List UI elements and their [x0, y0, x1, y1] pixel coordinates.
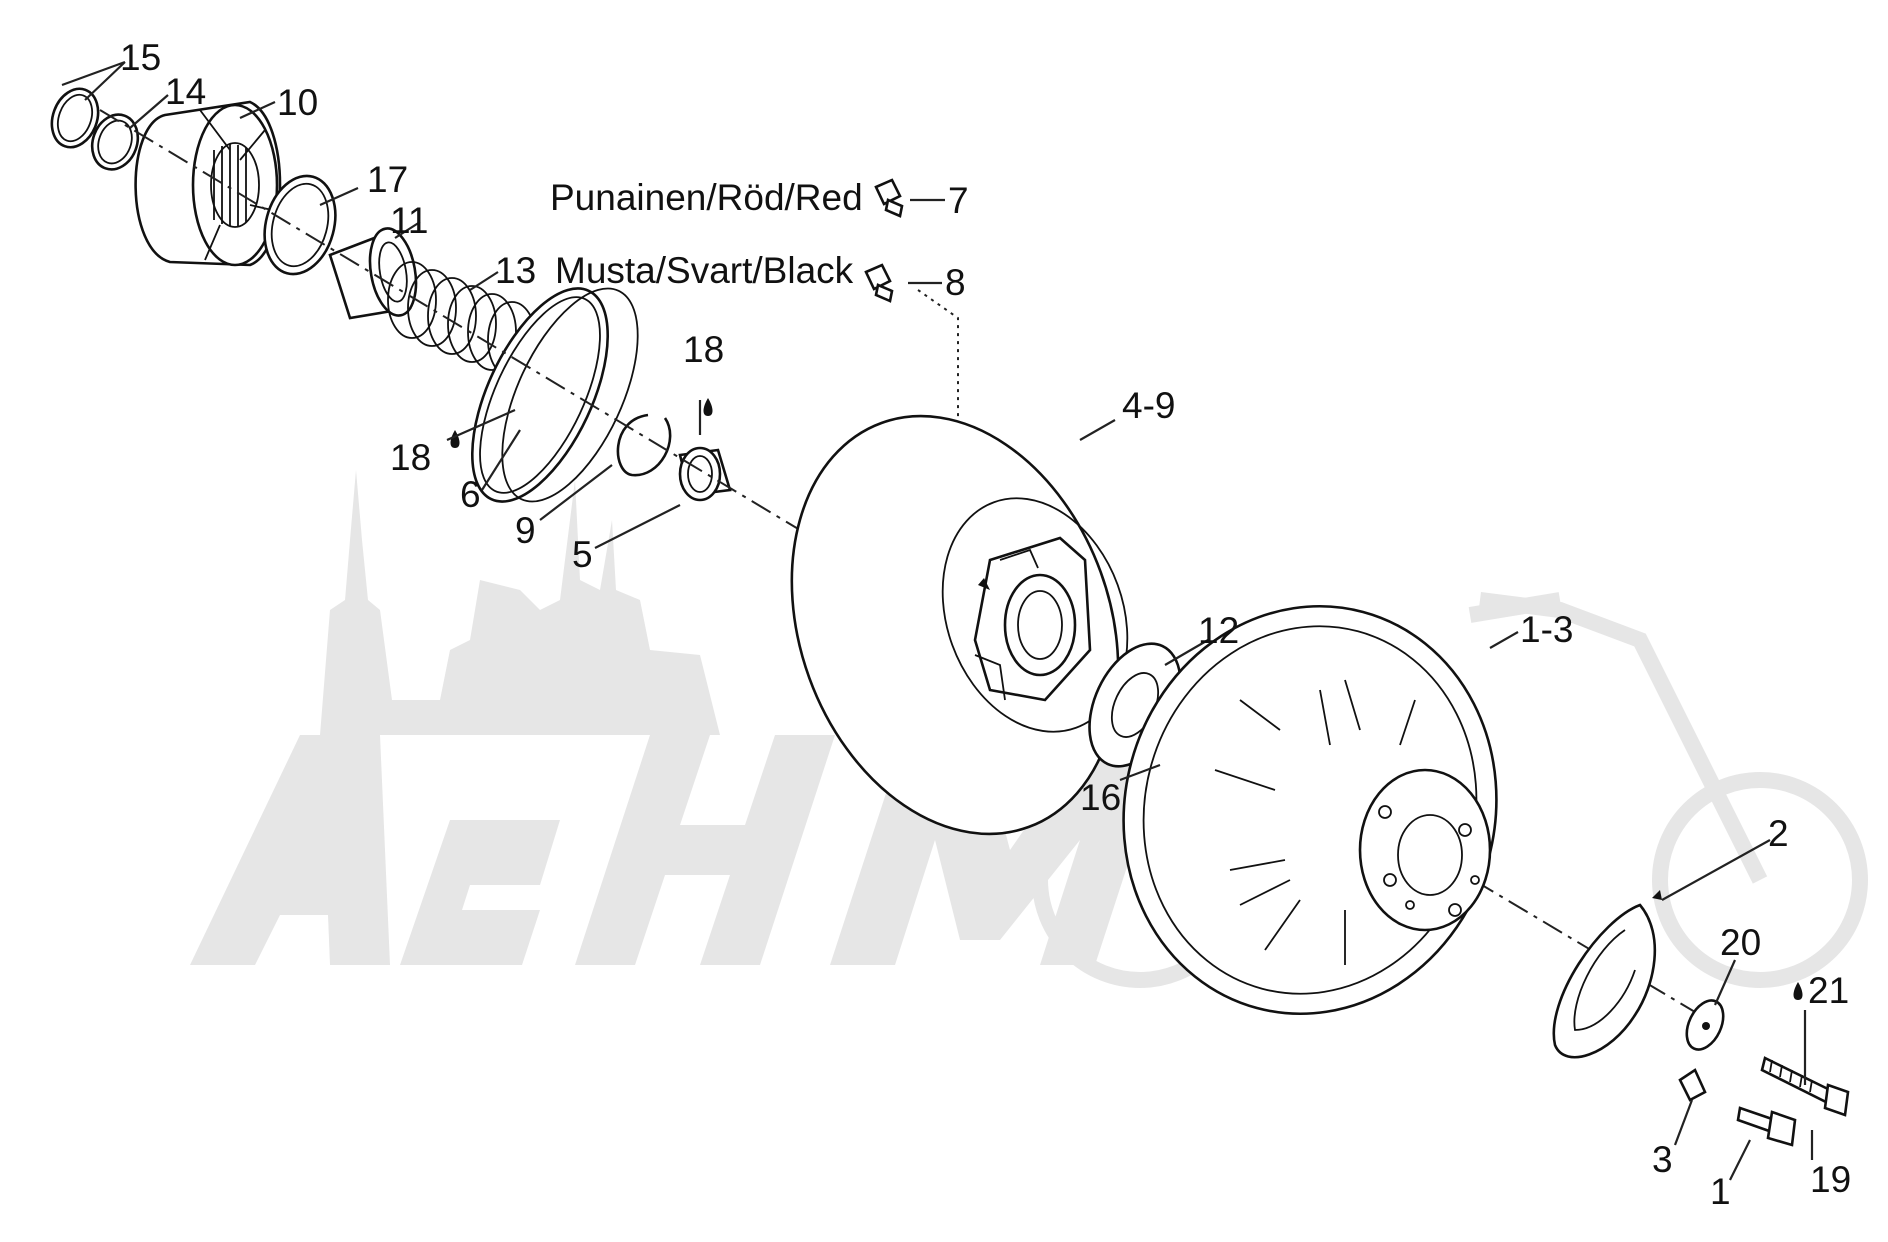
part-9-circlip: [616, 413, 672, 477]
part-14-washer: [90, 113, 140, 171]
callout-13: 13: [495, 250, 536, 291]
grease-drop-icon: [1793, 982, 1803, 1000]
grease-drop-icon: [703, 398, 713, 416]
callout-2: 2: [1768, 813, 1789, 854]
arrowhead: [1652, 890, 1662, 900]
part-1-short-bolt: [1736, 1106, 1797, 1147]
part-11-cup: [328, 227, 418, 320]
callout-9: 9: [515, 510, 536, 551]
callout-7: 7: [948, 180, 969, 221]
part-6-sleeve: [471, 287, 639, 503]
part-3-clip-nut: [1678, 1068, 1707, 1102]
legend-black-label: Musta/Svart/Black: [555, 250, 854, 291]
callout-4-9: 4-9: [1122, 385, 1175, 426]
callout-8: 8: [945, 262, 966, 303]
callout-20: 20: [1720, 922, 1761, 963]
callout-11: 11: [390, 200, 428, 241]
callout-18-upper: 18: [683, 329, 724, 370]
part-5-bushing: [678, 446, 732, 502]
part-1-3-fixed-sheave: [1122, 604, 1498, 1016]
callout-21: 21: [1808, 970, 1849, 1011]
part-10-cam: [134, 100, 282, 267]
callout-18-lower: 18: [390, 437, 431, 478]
watermark-skyline: [320, 470, 720, 735]
callout-17: 17: [367, 159, 408, 200]
callout-1-3: 1-3: [1520, 609, 1573, 650]
callout-6: 6: [460, 474, 481, 515]
callout-14: 14: [165, 71, 206, 112]
callout-12: 12: [1198, 610, 1239, 651]
part-2-cover: [1552, 903, 1657, 1059]
part-17-shim: [263, 174, 337, 276]
part-20-washer: [1685, 999, 1725, 1051]
callout-16: 16: [1080, 777, 1121, 818]
arrowhead: [978, 578, 990, 590]
callout-19: 19: [1810, 1159, 1851, 1200]
callout-1: 1: [1710, 1171, 1731, 1212]
callout-15: 15: [120, 37, 161, 78]
callout-10: 10: [277, 82, 318, 123]
callout-5: 5: [572, 534, 593, 575]
legend-red-label: Punainen/Röd/Red: [550, 177, 863, 218]
part-15-retaining-ring: [50, 87, 100, 149]
slider-block-icon: [864, 263, 894, 303]
part-4-9-movable-sheave: [790, 414, 1129, 836]
part-19-long-bolt: [1760, 1056, 1850, 1117]
callout-3: 3: [1652, 1139, 1673, 1180]
leader-lines: [61, 60, 1814, 1181]
callout-labels: 15 14 10 17 11 13 18 18 6 9 5 Punainen/R…: [120, 37, 1851, 1212]
slider-block-icon: [874, 178, 904, 218]
